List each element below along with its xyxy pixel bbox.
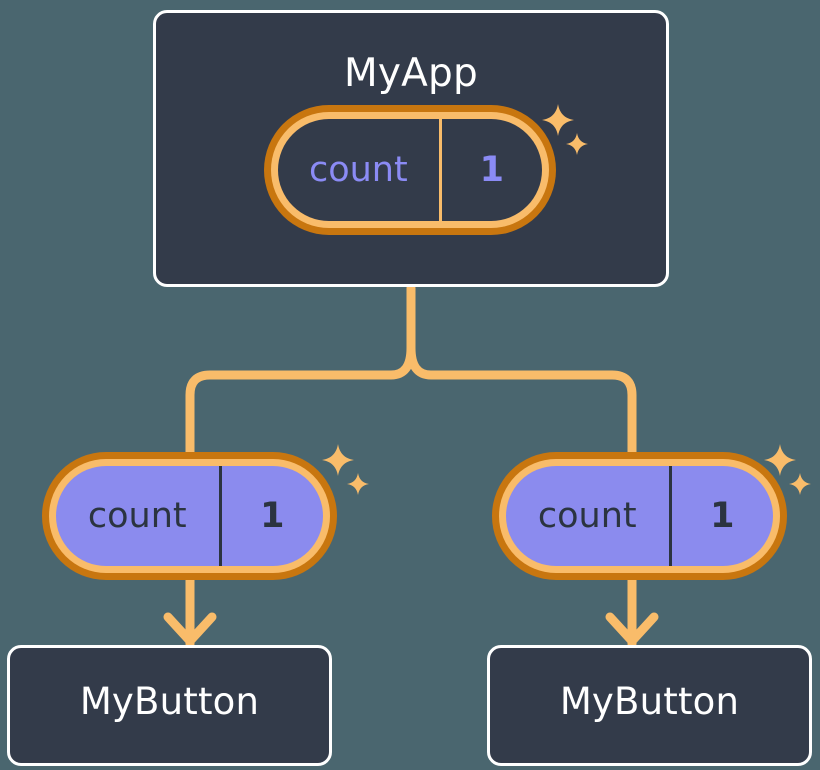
sparkle-icon xyxy=(322,444,354,476)
state-pill-ring: count 1 xyxy=(499,459,780,573)
component-card-title: MyButton xyxy=(559,680,740,723)
state-pill-body: count 1 xyxy=(278,119,542,221)
state-pill-body: count 1 xyxy=(506,466,773,566)
state-pill-ring: count 1 xyxy=(49,459,330,573)
state-key: count xyxy=(278,119,442,221)
state-value: 1 xyxy=(260,496,285,536)
connector-branch-left xyxy=(185,343,416,457)
state-pill-ring: count 1 xyxy=(271,112,549,228)
state-pill-child-left[interactable]: count 1 xyxy=(42,452,337,580)
state-key: count xyxy=(506,466,672,566)
state-pill-root[interactable]: count 1 xyxy=(264,105,556,235)
state-pill-child-right[interactable]: count 1 xyxy=(492,452,787,580)
arrow-head-right xyxy=(605,612,659,646)
sparkle-icon xyxy=(347,473,369,495)
state-pill-body: count 1 xyxy=(56,466,323,566)
component-card-mybutton-right[interactable]: MyButton xyxy=(487,645,812,766)
component-card-title: MyButton xyxy=(79,680,260,723)
state-value: 1 xyxy=(479,150,505,190)
component-card-title: MyApp xyxy=(344,51,478,96)
sparkle-icon xyxy=(789,473,811,495)
state-key: count xyxy=(56,466,222,566)
connector-branch-right xyxy=(406,343,637,457)
arrow-head-left xyxy=(163,612,217,646)
component-card-mybutton-left[interactable]: MyButton xyxy=(7,645,332,766)
state-value: 1 xyxy=(710,496,735,536)
